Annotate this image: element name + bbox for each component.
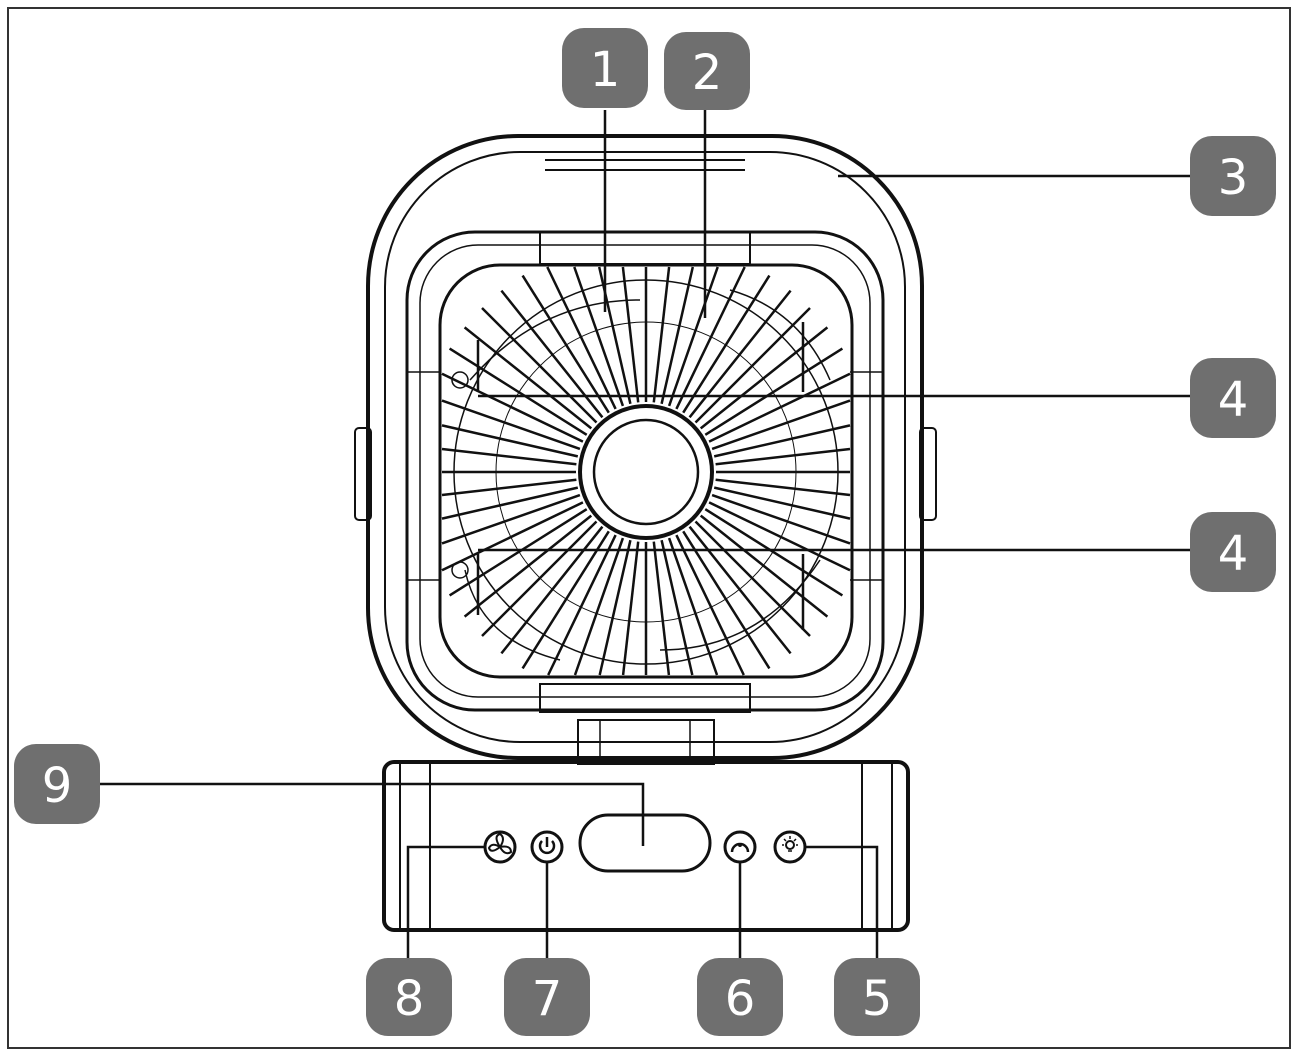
power-button[interactable] [530, 830, 564, 864]
grille-spoke [660, 539, 694, 676]
base-body [382, 760, 910, 932]
grille-spoke [441, 501, 584, 572]
humidifier-button[interactable] [723, 830, 757, 864]
light-icon [782, 836, 798, 852]
callout-8: 8 [366, 958, 452, 1036]
grille-spoke [521, 530, 610, 670]
svg-text:9: 9 [42, 758, 73, 814]
grille-spoke [694, 520, 811, 637]
grille-spoke [463, 514, 593, 618]
grille-spoke [481, 520, 598, 637]
grille-spoke [715, 478, 851, 497]
grille-spoke [682, 274, 771, 414]
fan-speed-button[interactable] [483, 830, 517, 864]
grille-spoke [441, 372, 584, 443]
fan-head [354, 134, 937, 765]
grille-spoke [699, 514, 829, 618]
grille-spoke [441, 424, 579, 458]
grille-spoke [448, 347, 588, 436]
diagram-border [7, 7, 1291, 1049]
svg-text:6: 6 [725, 971, 756, 1027]
handle-frame [366, 134, 924, 760]
svg-text:8: 8 [394, 971, 425, 1027]
grille-spoke [660, 266, 695, 405]
callout-5: 5 [834, 958, 920, 1036]
grille-spoke [573, 266, 625, 407]
grille-spoke [682, 530, 771, 670]
grille-spoke [621, 541, 640, 676]
grille-spoke [652, 266, 671, 403]
svg-text:1: 1 [590, 42, 621, 98]
grille-spoke [441, 399, 581, 451]
fan-speed-icon [487, 832, 513, 855]
fan-grille [438, 263, 854, 679]
right-knob [919, 427, 937, 521]
grille-spoke [573, 537, 625, 676]
callout-1: 1 [562, 28, 648, 108]
fan-hub [578, 404, 714, 540]
grille-spoke [708, 372, 851, 443]
grille-spoke [598, 539, 632, 676]
grille-spoke [547, 534, 617, 676]
grille-spoke [667, 537, 719, 676]
grille-spoke [694, 307, 811, 424]
grille-spoke [704, 347, 844, 436]
svg-text:2: 2 [692, 45, 723, 101]
grille-spoke [675, 534, 745, 676]
grille-spoke [715, 447, 851, 466]
grille-spoke [667, 266, 719, 407]
callout-9: 9 [14, 744, 100, 824]
power-icon [538, 837, 556, 855]
grille-spoke [621, 266, 640, 403]
grille-spoke [441, 447, 577, 466]
grille-spoke [713, 424, 851, 458]
callout-3: 3 [1190, 136, 1276, 216]
grille-spoke [441, 486, 579, 520]
svg-text:3: 3 [1218, 150, 1249, 206]
leader-lines [100, 110, 1190, 960]
callout-4-upper: 4 [1190, 358, 1276, 438]
grille-spoke [441, 478, 577, 497]
callout-6: 6 [697, 958, 783, 1036]
humidifier-icon [730, 842, 750, 853]
grille-spoke [713, 486, 851, 520]
grille-spoke [463, 326, 593, 430]
grille-spoke [699, 326, 829, 430]
grille-spoke [441, 493, 581, 545]
callout-2: 2 [664, 32, 750, 110]
grille-spoke [652, 541, 671, 676]
svg-text:4: 4 [1218, 372, 1249, 428]
grille-spoke [481, 307, 598, 424]
grille-spoke [704, 508, 844, 597]
grille-spoke [711, 493, 851, 545]
svg-text:5: 5 [862, 971, 893, 1027]
grille-spoke [711, 399, 851, 451]
grille-spoke [675, 266, 746, 410]
grille-spoke [448, 508, 588, 597]
water-level-window [578, 813, 712, 873]
callout-7: 7 [504, 958, 590, 1036]
svg-text:4: 4 [1218, 526, 1249, 582]
light-button[interactable] [773, 830, 807, 864]
grille-spoke [500, 525, 604, 655]
grille-spoke [546, 266, 617, 410]
svg-text:7: 7 [532, 971, 563, 1027]
grille-spoke [688, 525, 792, 655]
callout-4-lower: 4 [1190, 512, 1276, 592]
left-knob [354, 427, 372, 521]
grille-spoke [521, 274, 610, 414]
grille-spoke [708, 501, 851, 572]
